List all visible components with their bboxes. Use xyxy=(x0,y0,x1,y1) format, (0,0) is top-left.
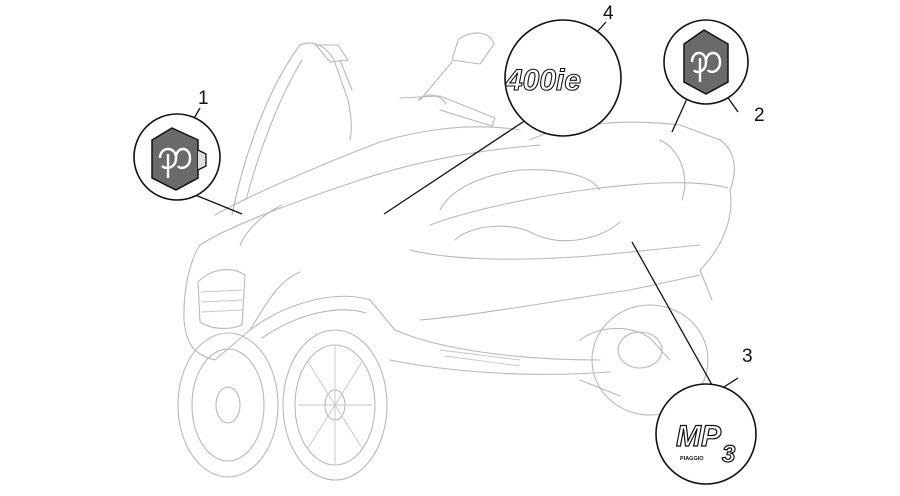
mp3-digit-text: 3 xyxy=(722,441,736,468)
piaggio-brand-text: PIAGGIO xyxy=(680,456,704,462)
model-badge-text: 400ie xyxy=(505,64,581,97)
scooter-outline xyxy=(177,32,735,481)
leader-line-3b xyxy=(631,241,717,393)
callout-number-2: 2 xyxy=(754,105,765,126)
callout-badge-3: MP 3 PIAGGIO 3 xyxy=(655,346,757,485)
callout-badge-4: 400ie 4 xyxy=(504,3,622,137)
callout-number-3: 3 xyxy=(742,346,753,367)
callout-badge-2: 2 xyxy=(663,19,765,126)
mp-mark-text: MP xyxy=(676,420,722,453)
callout-number-1: 1 xyxy=(198,88,209,109)
callout-badge-1: 1 xyxy=(133,88,221,201)
callout-number-4: 4 xyxy=(603,3,614,24)
leader-line-4b xyxy=(383,111,539,215)
